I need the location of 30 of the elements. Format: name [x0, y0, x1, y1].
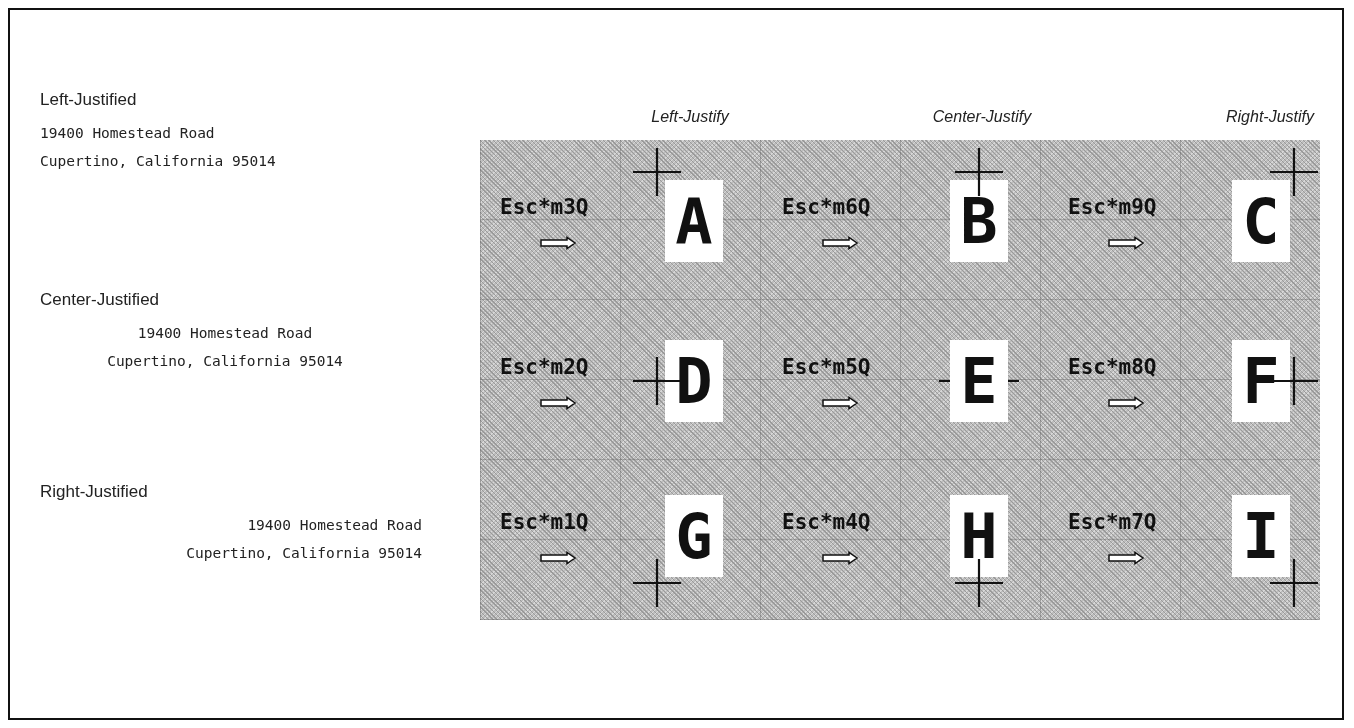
- address-line: 19400 Homestead Road: [137, 325, 313, 341]
- sample-letter: D: [665, 340, 723, 422]
- column-heading: Left-Justify: [651, 108, 729, 126]
- address-line: Cupertino, California 95014: [40, 153, 276, 169]
- address-line: 19400 Homestead Road: [247, 517, 422, 533]
- address-line: Cupertino, California 95014: [186, 545, 422, 561]
- sample-heading: Center-Justified: [40, 290, 160, 310]
- command-code: Esc*m2Q: [500, 355, 589, 379]
- command-code: Esc*m4Q: [782, 510, 871, 534]
- address-line: Cupertino, California 95014: [107, 353, 343, 369]
- command-code: Esc*m1Q: [500, 510, 589, 534]
- sample-letter: H: [950, 495, 1008, 577]
- sample-letter: F: [1232, 340, 1290, 422]
- command-code: Esc*m7Q: [1068, 510, 1157, 534]
- column-heading: Center-Justify: [932, 108, 1032, 126]
- command-code: Esc*m9Q: [1068, 195, 1157, 219]
- sample-letter: A: [665, 180, 723, 262]
- sample-letter: C: [1232, 180, 1290, 262]
- sample-letter: G: [665, 495, 723, 577]
- sample-letter: I: [1232, 495, 1290, 577]
- address-line: 19400 Homestead Road: [40, 125, 215, 141]
- sample-letter: E: [950, 340, 1008, 422]
- sample-heading: Left-Justified: [40, 90, 137, 110]
- column-heading: Right-Justify: [1226, 108, 1314, 126]
- command-code: Esc*m8Q: [1068, 355, 1157, 379]
- sample-heading: Right-Justified: [40, 482, 148, 502]
- command-code: Esc*m5Q: [782, 355, 871, 379]
- command-code: Esc*m3Q: [500, 195, 589, 219]
- command-code: Esc*m6Q: [782, 195, 871, 219]
- sample-letter: B: [950, 180, 1008, 262]
